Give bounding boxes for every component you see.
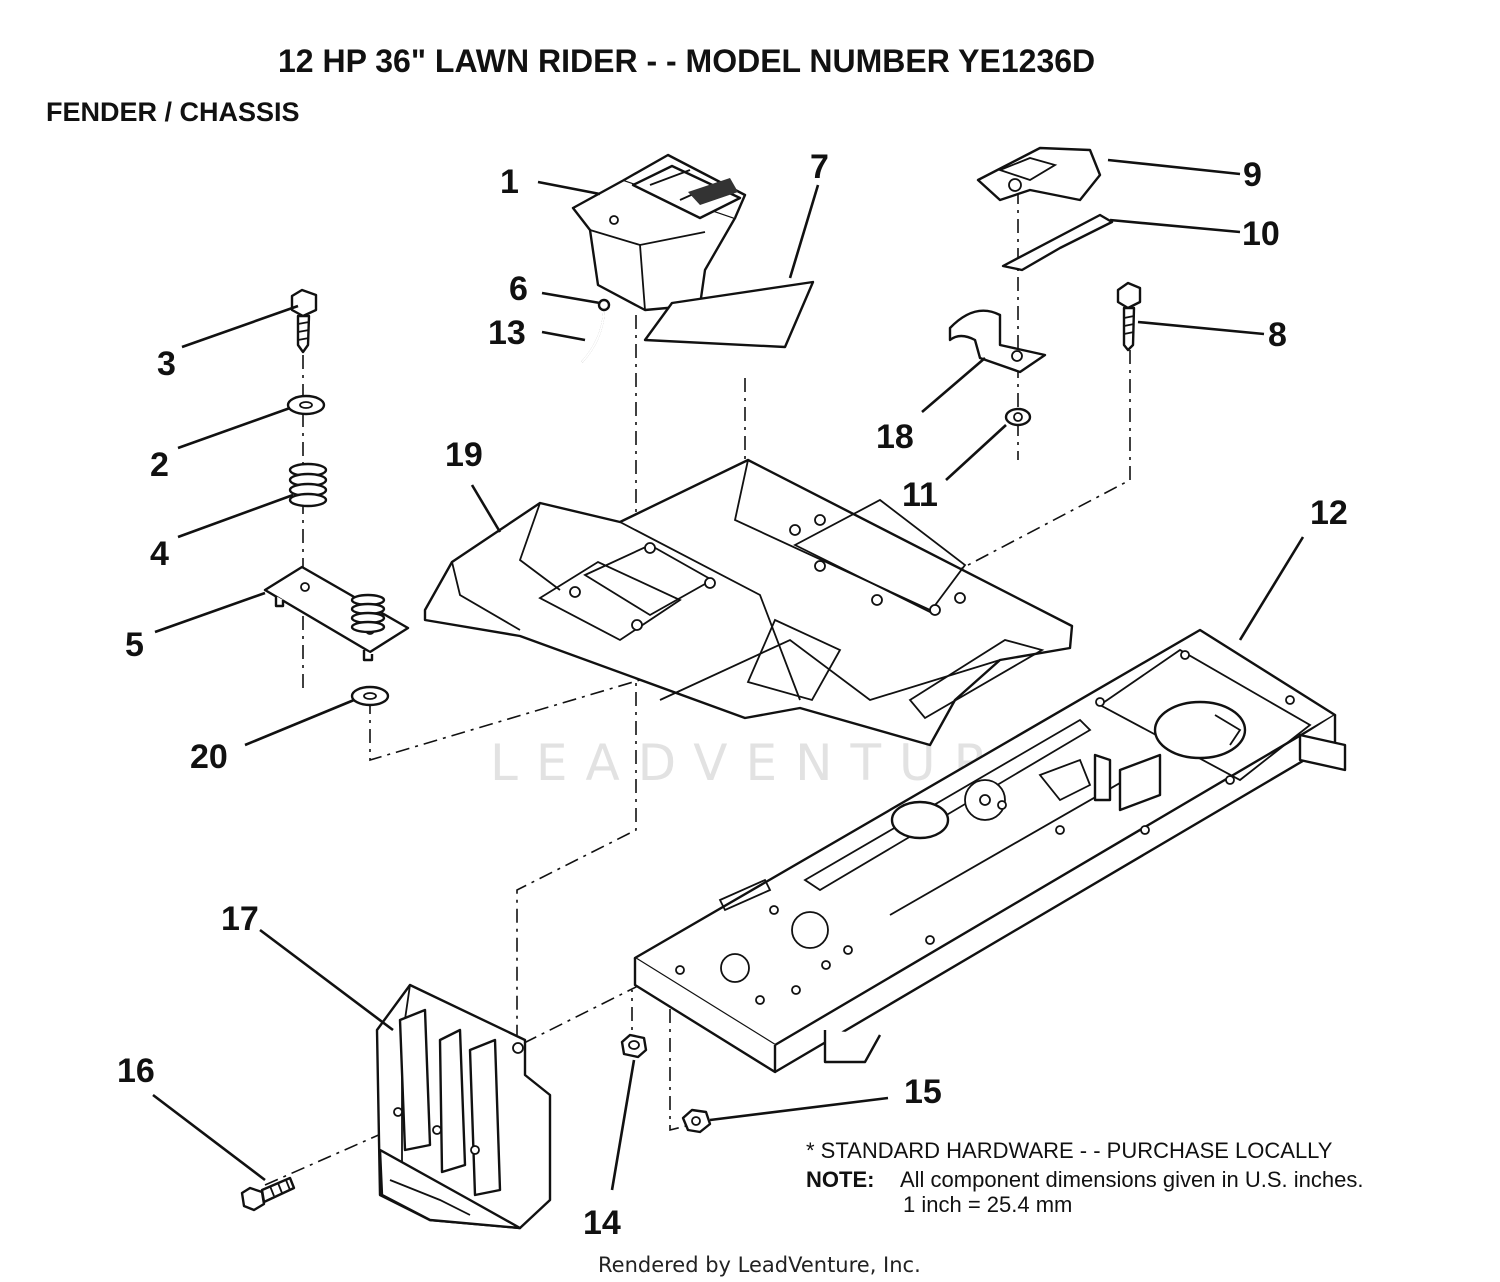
callout-8: 8 <box>1268 316 1287 354</box>
callout-5: 5 <box>125 626 144 664</box>
part-1-tray[interactable] <box>571 153 747 312</box>
callouts: 1 7 6 13 3 2 4 5 20 19 9 10 8 18 11 12 1… <box>117 148 1348 1242</box>
part-17-panel[interactable] <box>375 983 552 1230</box>
part-18-clamp[interactable] <box>948 309 1047 374</box>
note-line-1: All component dimensions given in U.S. i… <box>900 1167 1363 1192</box>
diagram-subtitle: FENDER / CHASSIS <box>46 97 300 127</box>
callout-20: 20 <box>190 738 228 776</box>
callout-18: 18 <box>876 418 914 456</box>
callout-12: 12 <box>1310 494 1348 532</box>
callout-10: 10 <box>1242 215 1280 253</box>
footer-credit: Rendered by LeadVenture, Inc. <box>598 1253 921 1277</box>
callout-2: 2 <box>150 446 169 484</box>
part-9-cover[interactable] <box>976 146 1102 202</box>
part-3-bolt[interactable] <box>290 288 318 354</box>
notes-block: * STANDARD HARDWARE - - PURCHASE LOCALLY… <box>806 1138 1363 1217</box>
part-12-chassis[interactable] <box>633 628 1347 1074</box>
note-line-2: 1 inch = 25.4 mm <box>903 1192 1072 1217</box>
part-19-fender[interactable] <box>423 458 1074 747</box>
part-6-fitting[interactable] <box>597 298 611 312</box>
part-16-bolt[interactable] <box>240 1176 296 1212</box>
callout-19: 19 <box>445 436 483 474</box>
part-2-washer[interactable] <box>286 394 326 416</box>
part-13-hose[interactable] <box>581 311 605 363</box>
callout-14: 14 <box>583 1204 621 1242</box>
callout-6: 6 <box>509 270 528 308</box>
standard-hardware-note: * STANDARD HARDWARE - - PURCHASE LOCALLY <box>806 1138 1333 1163</box>
part-20-washer[interactable] <box>350 685 390 707</box>
part-15-nut[interactable] <box>681 1108 712 1134</box>
note-label: NOTE: <box>806 1167 874 1192</box>
callout-4: 4 <box>150 535 169 573</box>
callout-17: 17 <box>221 900 259 938</box>
part-14-nut[interactable] <box>620 1033 648 1059</box>
callout-13: 13 <box>488 314 526 352</box>
callout-7: 7 <box>810 148 829 186</box>
callout-3: 3 <box>157 345 176 383</box>
callout-1: 1 <box>500 163 519 201</box>
part-5-plate[interactable] <box>263 565 410 662</box>
part-11-nut[interactable] <box>1004 407 1032 427</box>
callout-11: 11 <box>902 476 938 514</box>
part-8-bolt[interactable] <box>1116 281 1142 352</box>
callout-9: 9 <box>1243 156 1262 194</box>
leader-lines <box>152 158 1305 1191</box>
part-4-spring[interactable] <box>288 462 328 508</box>
part-7-decal[interactable] <box>643 280 815 349</box>
callout-16: 16 <box>117 1052 155 1090</box>
diagram-title: 12 HP 36" LAWN RIDER - - MODEL NUMBER YE… <box>278 43 1095 79</box>
part-10-plate[interactable] <box>1001 213 1114 272</box>
callout-15: 15 <box>904 1073 942 1111</box>
